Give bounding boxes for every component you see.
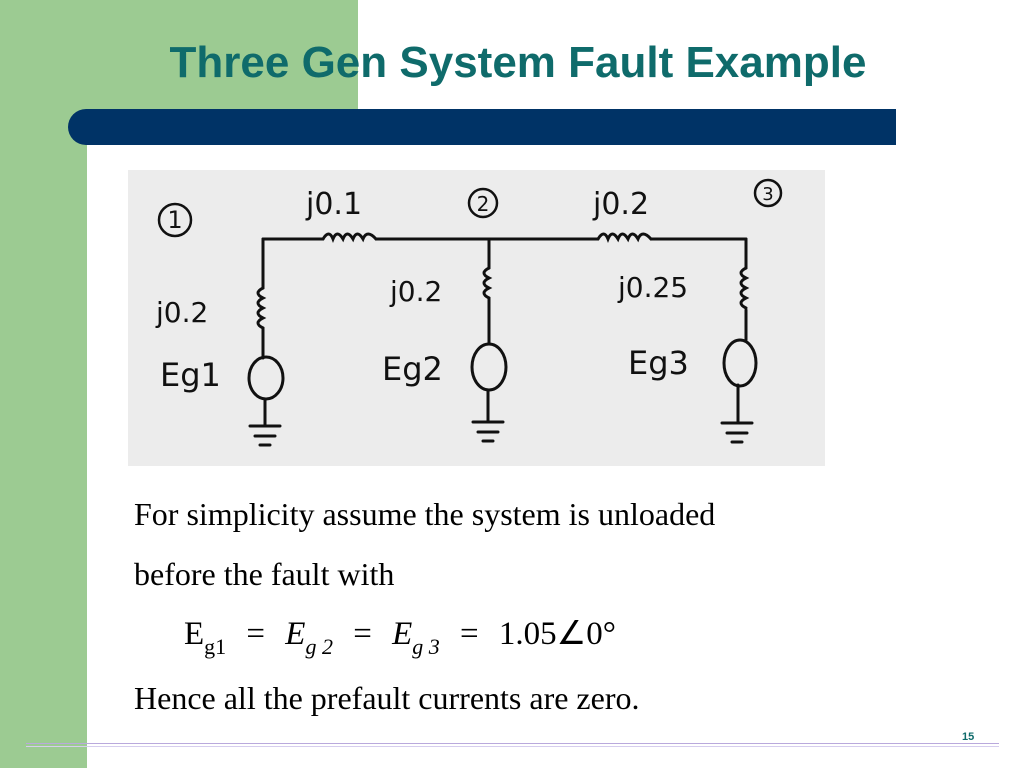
gen2-label: Eg2 [382, 350, 443, 388]
gen1-branch-wire [261, 237, 267, 428]
line-impedance-2-3: j0.2 [592, 187, 649, 222]
page-number: 15 [962, 731, 975, 743]
gen1-source [247, 355, 285, 401]
line-impedance-1-2: j0.1 [305, 187, 362, 222]
eq-term-3: Eg 3 [392, 616, 440, 659]
gen2-branch-wire [486, 237, 491, 424]
gen2-source [470, 342, 508, 392]
eq-term-2: Eg 2 [285, 616, 333, 659]
content-corner [87, 145, 127, 185]
equation: Eg1 = Eg 2 = Eg 3 = 1.05∠0° [184, 613, 616, 659]
eq-equals-2: = [353, 616, 372, 652]
bus-1-circle [157, 202, 193, 238]
gen2-ground [471, 420, 505, 443]
text-line-3: Hence all the prefault currents are zero… [134, 680, 640, 716]
title-background [0, 0, 358, 110]
slide-title: Three Gen System Fault Example [169, 38, 867, 87]
gen2-inductor [482, 266, 493, 300]
text-line-1: For simplicity assume the system is unlo… [134, 496, 716, 532]
line-inductor-1-2 [321, 232, 378, 244]
circuit-diagram: 1 2 3 j0.1 j0.2 j0.2 j0.2 j0.25 Eg1 Eg2 … [128, 170, 825, 466]
gen1-ground [248, 424, 282, 447]
eq-value: 1.05∠0° [498, 616, 616, 652]
gen3-impedance: j0.25 [617, 271, 688, 304]
bus-3-label: 3 [762, 184, 773, 205]
gen1-impedance: j0.2 [155, 296, 208, 329]
footer-divider-secondary [26, 746, 999, 747]
text-line-2: before the fault with [134, 556, 395, 592]
bus-3-circle [753, 178, 783, 208]
gen3-inductor [739, 266, 750, 310]
eq-equals-1: = [246, 616, 266, 652]
title-divider-band [68, 109, 896, 145]
bus-1-label: 1 [167, 206, 182, 234]
eq-equals-3: = [460, 616, 479, 652]
gen3-source [722, 338, 758, 388]
gen3-branch-wire [736, 237, 748, 425]
eq-term-1: Eg1 [184, 616, 227, 659]
gen1-inductor [256, 286, 267, 330]
line-inductor-2-3 [596, 232, 653, 244]
bus-2-circle [467, 187, 499, 219]
bus-2-label: 2 [477, 192, 490, 216]
gen3-ground [720, 421, 754, 444]
gen1-label: Eg1 [160, 356, 221, 394]
footer-divider [26, 743, 999, 744]
gen2-impedance: j0.2 [389, 275, 442, 308]
gen3-label: Eg3 [628, 344, 689, 382]
